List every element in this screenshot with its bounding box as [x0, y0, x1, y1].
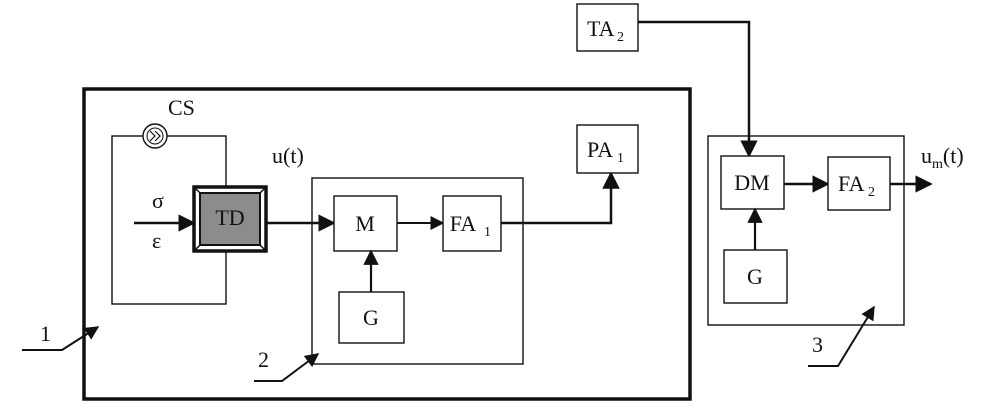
- pa1-block: [576, 124, 639, 174]
- sigma-label: σ: [152, 188, 164, 213]
- region-3-frame: [707, 135, 905, 326]
- g2-label: G: [747, 264, 763, 289]
- pa1-label: PA: [587, 137, 613, 162]
- callout-1-pointer: [22, 326, 100, 351]
- fa2-label: FA: [838, 171, 865, 196]
- g1-label: G: [363, 305, 379, 330]
- callout-1-label: 1: [40, 321, 51, 346]
- ta2-block: [576, 3, 639, 52]
- callout-2-pointer: [254, 353, 320, 382]
- dm-block: [720, 155, 785, 210]
- m-label: M: [355, 211, 375, 236]
- fa1-block: [442, 195, 502, 252]
- pa1-subscript: 1: [617, 151, 624, 166]
- callout-2-label: 2: [258, 347, 269, 372]
- td-label: TD: [215, 205, 244, 230]
- ta2-label: TA: [587, 16, 615, 41]
- ta2-subscript: 2: [617, 30, 624, 45]
- cs-icon: [142, 123, 168, 149]
- dm-label: DM: [734, 170, 769, 195]
- region-1-frame: [82, 87, 692, 401]
- cs-label: CS: [168, 95, 195, 120]
- fa2-block: [827, 156, 891, 211]
- callout-3-label: 3: [812, 332, 823, 357]
- um-label: um(t): [921, 143, 964, 172]
- ta2-to-dm-arrow: [638, 20, 758, 158]
- epsilon-label: ε: [152, 228, 161, 253]
- ut-label: u(t): [272, 143, 304, 168]
- fa2-subscript: 2: [868, 185, 875, 200]
- fa1-subscript: 1: [484, 225, 491, 240]
- g2-block: [723, 249, 788, 304]
- region-2-frame: [311, 177, 524, 365]
- fa1-label: FA: [450, 211, 477, 236]
- m-block: [333, 195, 398, 252]
- td-block: TD: [192, 185, 268, 253]
- fa1-to-pa1-arrow: [501, 171, 620, 225]
- callout-3-pointer: [808, 305, 875, 367]
